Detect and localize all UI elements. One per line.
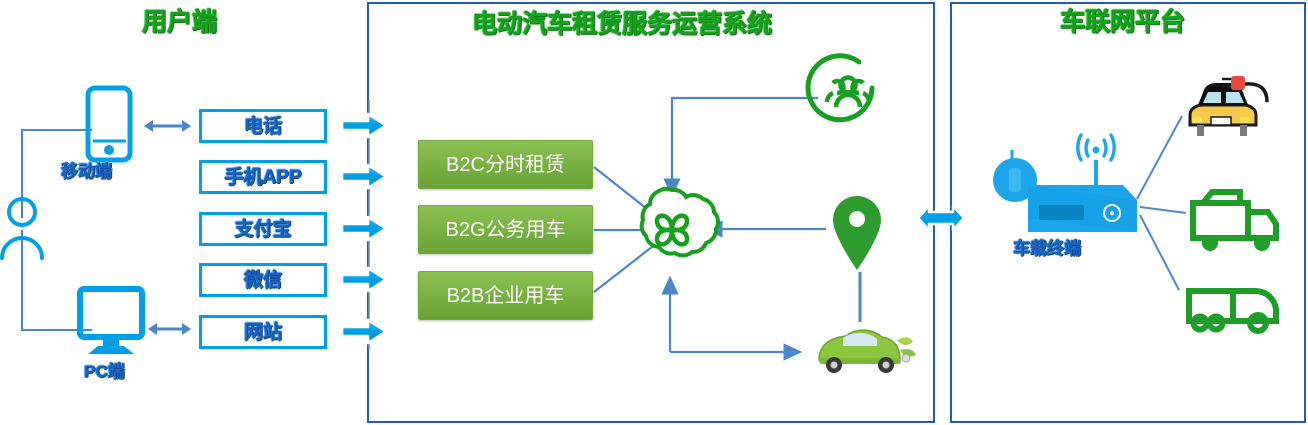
section-title-iov-platform: 车联网平台 [1060,8,1186,36]
section-title-operating-system: 电动汽车租赁服务运营系统 [472,10,773,38]
service-label: B2C分时租赁 [446,153,565,176]
label-pc-device: PC端 [84,362,125,381]
flow-arrow-2 [340,163,388,190]
channel-box-wechat[interactable]: 微信 [199,263,327,297]
channel-label: 微信 [243,269,282,291]
person-icon [0,197,44,260]
service-label: B2G公务用车 [445,218,566,241]
channel-label: 电话 [243,115,282,137]
service-box-b2c[interactable]: B2C分时租赁 [418,140,593,189]
flow-arrow-5 [340,318,388,345]
flow-arrow-3 [340,215,388,242]
flow-arrow-1 [340,112,388,139]
channel-box-phone[interactable]: 电话 [199,109,327,143]
channel-box-alipay[interactable]: 支付宝 [199,212,327,246]
section-title-user-side: 用户端 [142,8,218,36]
channel-box-website[interactable]: 网站 [199,315,327,349]
panel-iov [950,2,1306,423]
double-arrow-icon-pc [148,323,191,335]
channel-label: 手机APP [224,166,302,188]
smartphone-icon [85,85,133,163]
service-label: B2B企业用车 [446,284,565,307]
desktop-monitor-icon [77,286,145,354]
flow-arrow-4 [340,266,388,293]
label-vehicle-terminal: 车载终端 [1013,239,1081,258]
channel-label: 网站 [243,321,282,343]
channel-label: 支付宝 [234,218,292,240]
user-branch-lines [21,129,92,331]
service-box-b2b[interactable]: B2B企业用车 [418,271,593,320]
label-mobile-device: 移动端 [61,162,112,181]
channel-box-mobile-app[interactable]: 手机APP [199,160,327,194]
double-arrow-icon-mobile [144,120,191,132]
service-box-b2g[interactable]: B2G公务用车 [418,205,593,254]
